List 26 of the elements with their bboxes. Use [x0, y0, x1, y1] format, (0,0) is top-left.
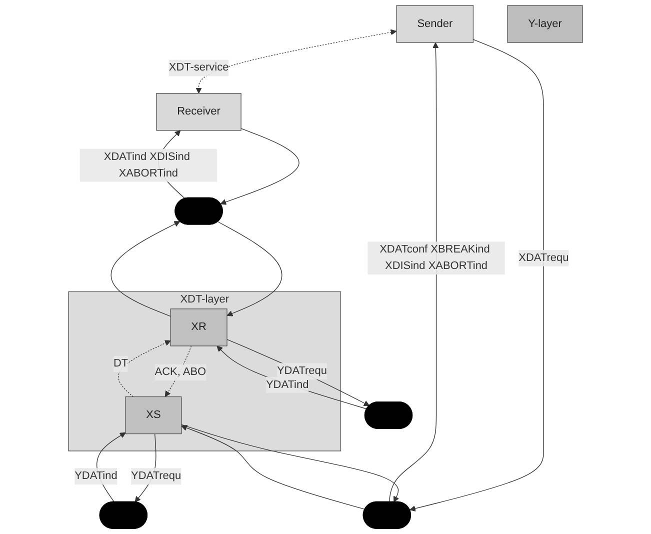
arrow	[181, 425, 366, 510]
node-box: XR	[170, 308, 228, 346]
edge-label: YDATind	[74, 470, 118, 482]
edge-label: XDATrequ	[518, 252, 569, 264]
edge-label: YDATrequ	[131, 470, 182, 482]
arrow	[410, 39, 544, 512]
edge-label: YDATind	[266, 378, 309, 391]
arrow	[220, 128, 300, 205]
edge-label: DT	[113, 358, 128, 370]
node-box: Y-layer	[507, 5, 583, 43]
arrow	[218, 221, 282, 316]
edge-label: YDATrequ	[276, 365, 328, 377]
arrow	[118, 340, 171, 398]
node-box: Sender	[396, 5, 474, 43]
arrow	[388, 42, 439, 502]
node-box: XS	[125, 396, 182, 434]
arrow	[216, 346, 368, 410]
arrow	[226, 339, 370, 406]
edge-label: XDATind XDISind XABORTind	[104, 150, 190, 180]
arrow	[110, 221, 180, 317]
edge-label: ACK, ABO	[154, 366, 206, 378]
edge-label: XDATconf XBREAKind XDISind XABORTind	[380, 244, 490, 272]
node-box: Receiver	[156, 93, 242, 131]
edge-label: XDT-service	[168, 62, 229, 74]
arrow	[196, 29, 397, 94]
arrow	[181, 424, 400, 502]
